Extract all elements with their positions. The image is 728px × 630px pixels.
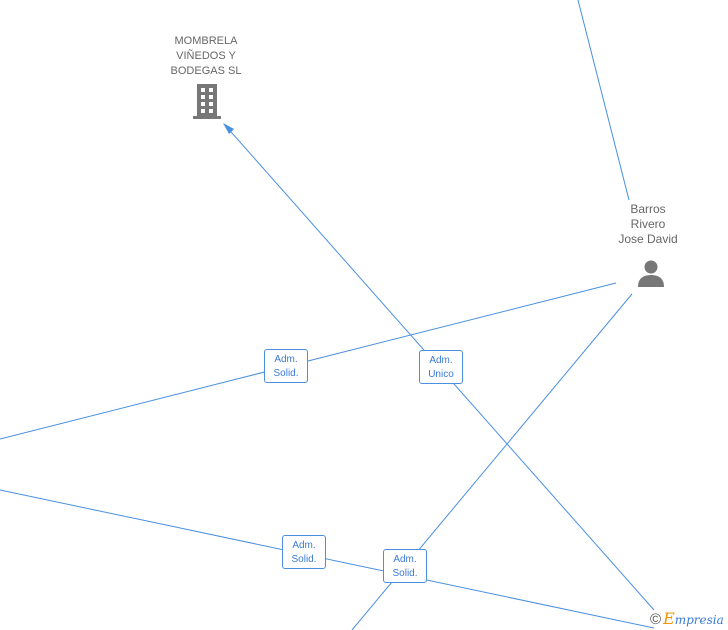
edge-label-adm-unico[interactable]: Adm. Unico bbox=[419, 350, 463, 384]
edge-label-line: Adm. bbox=[292, 540, 316, 551]
edge-label-line: Adm. bbox=[274, 354, 298, 365]
edge-label-line: Adm. bbox=[429, 355, 453, 366]
edge-label-line: Solid. bbox=[273, 368, 299, 379]
edge-label-line: Solid. bbox=[291, 554, 317, 565]
arrowhead bbox=[223, 123, 234, 134]
brand-logo: Empresia bbox=[663, 609, 724, 629]
edge-line bbox=[0, 489, 655, 629]
company-name-line: BODEGAS SL bbox=[170, 65, 242, 77]
person-name-line: Jose David bbox=[618, 232, 678, 246]
person-icon[interactable] bbox=[636, 258, 666, 288]
edge-label-line: Adm. bbox=[393, 554, 417, 565]
copyright-symbol: © bbox=[650, 610, 662, 628]
brand-name: mpresia bbox=[674, 613, 724, 627]
person-name-line: Rivero bbox=[630, 217, 666, 231]
brand-initial: E bbox=[663, 609, 675, 628]
person-name[interactable]: Barros Rivero Jose David bbox=[598, 202, 698, 247]
company-name-line: MOMBRELA bbox=[174, 35, 238, 47]
edge-line bbox=[0, 282, 617, 440]
edge-label-adm-solid[interactable]: Adm. Solid. bbox=[282, 535, 326, 569]
edge-label-adm-solid[interactable]: Adm. Solid. bbox=[383, 549, 427, 583]
edge-line bbox=[577, 0, 630, 201]
edge-label-line: Unico bbox=[428, 369, 454, 380]
edge-label-line: Solid. bbox=[392, 568, 418, 579]
edge-label-adm-solid[interactable]: Adm. Solid. bbox=[264, 349, 308, 383]
empresia-watermark: © Empresia bbox=[650, 609, 724, 629]
company-name[interactable]: MOMBRELA VIÑEDOS Y BODEGAS SL bbox=[156, 34, 256, 79]
company-name-line: VIÑEDOS Y bbox=[176, 50, 236, 62]
person-name-line: Barros bbox=[630, 202, 666, 216]
building-icon[interactable] bbox=[192, 84, 222, 120]
